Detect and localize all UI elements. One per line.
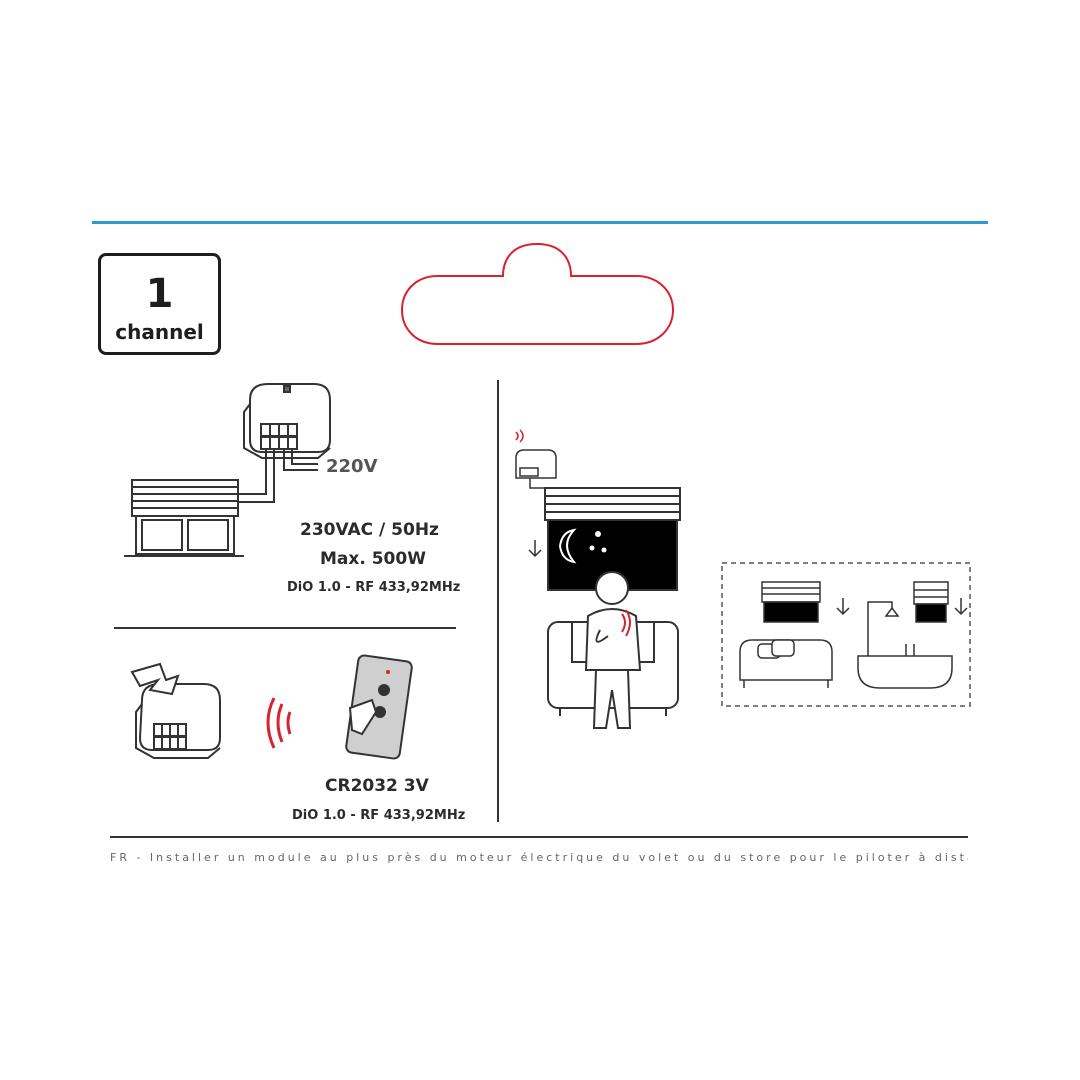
max-power-label: Max. 500W: [320, 549, 426, 569]
brand-cloud-icon: [400, 242, 675, 345]
remote-icon: [345, 654, 413, 760]
hand-radio-waves-icon: [621, 609, 631, 637]
stars-icon: [589, 531, 607, 553]
moon-stars-icon: [558, 528, 577, 564]
bath-shutter-icon: [913, 581, 949, 623]
radio-waves-icon: [266, 697, 292, 749]
down-arrow-icon: [528, 540, 542, 558]
power-spec-label: 230VAC / 50Hz: [300, 520, 439, 540]
channel-badge: 1 channel: [98, 253, 221, 355]
top-accent-rule: [92, 221, 988, 224]
vertical-divider: [497, 380, 499, 822]
small-module-icon: [515, 449, 557, 489]
small-radio-waves-icon: [515, 429, 524, 443]
rf-spec-label-1: DiO 1.0 - RF 433,92MHz: [287, 580, 461, 595]
bed-icon: [739, 639, 833, 688]
channel-number: 1: [145, 271, 174, 317]
rooms-dashed-frame: [721, 562, 971, 707]
battery-label: CR2032 3V: [325, 776, 429, 796]
bedroom-down-arrow-icon: [836, 598, 850, 616]
pairing-module-icon: [135, 683, 221, 759]
bath-down-arrow-icon: [954, 598, 968, 616]
rf-spec-label-2: DiO 1.0 - RF 433,92MHz: [292, 808, 466, 823]
bottom-divider: [110, 836, 968, 838]
left-section-divider: [114, 627, 456, 629]
voltage-label: 220V: [326, 456, 378, 477]
pairing-arrow-icon: [130, 662, 180, 696]
module-icon: [243, 383, 331, 459]
bedroom-shutter-icon: [761, 581, 821, 623]
bath-icon: [857, 644, 953, 689]
shower-icon: [867, 601, 900, 656]
shutter-window-icon: [124, 479, 244, 557]
person-sofa-icon: [547, 571, 679, 729]
wiring-lines: [238, 449, 318, 503]
footer-text: FR - Installer un module au plus près du…: [110, 851, 968, 863]
channel-label: channel: [115, 320, 204, 344]
